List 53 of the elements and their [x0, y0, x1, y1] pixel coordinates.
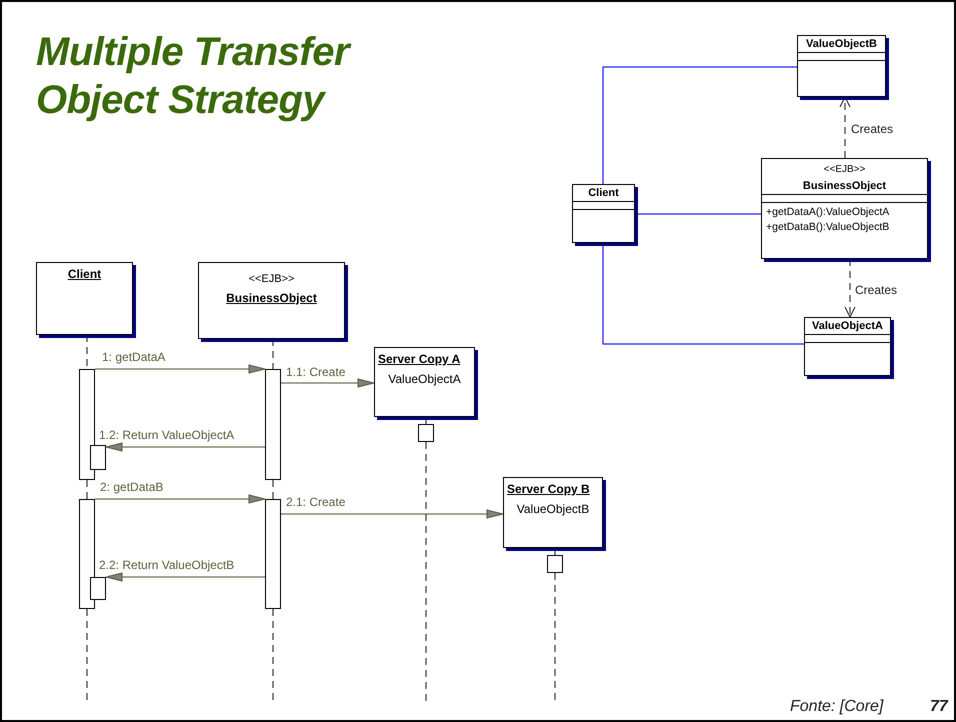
- activation-bar: [418, 424, 434, 442]
- message-arrow: [106, 572, 266, 582]
- activation-bar: [265, 369, 281, 480]
- class-name: Client: [588, 187, 619, 199]
- object-name: BusinessObject: [226, 291, 317, 305]
- object-box: [198, 262, 345, 339]
- activation-bar: [79, 369, 95, 480]
- source-note: Fonte: [Core]: [790, 698, 884, 716]
- object-type: ValueObjectA: [388, 372, 461, 386]
- message-arrow: [106, 442, 266, 452]
- method-text: +getDataB():ValueObjectB: [766, 221, 890, 233]
- edge-label: Creates: [850, 122, 894, 136]
- edge-label: 1.2: Return ValueObjectA: [98, 428, 236, 442]
- edge-label: 1: getDataA: [101, 350, 166, 364]
- association-line: [602, 66, 798, 184]
- class-box: [761, 158, 928, 259]
- class-box: [804, 317, 891, 376]
- lifeline: [86, 608, 88, 702]
- class-name: ValueObjectB: [806, 38, 877, 50]
- class-box: [797, 35, 886, 97]
- activation-bar: [265, 499, 281, 609]
- message-arrow: [94, 494, 266, 504]
- edge-label: 2.2: Return ValueObjectB: [98, 558, 236, 572]
- stereotype-text: <<EJB>>: [248, 273, 294, 285]
- activation-bar: [90, 445, 106, 470]
- object-name: Server Copy B: [507, 482, 590, 496]
- class-name: BusinessObject: [802, 180, 886, 192]
- object-name: Client: [68, 267, 102, 281]
- edge-label: Creates: [854, 283, 898, 297]
- activation-bar: [547, 555, 563, 573]
- edge-label: 2.1: Create: [285, 495, 346, 509]
- object-type: ValueObjectB: [516, 502, 590, 516]
- object-box: [36, 262, 133, 335]
- page-number: 77: [930, 698, 948, 716]
- edge-label: 1.1: Create: [285, 365, 346, 379]
- message-arrow: [280, 378, 374, 388]
- lifeline: [554, 572, 556, 702]
- message-arrow: [94, 364, 266, 374]
- lifeline: [272, 480, 274, 500]
- class-box: [572, 184, 635, 243]
- slide-title: Multiple Transfer Object Strategy: [36, 29, 352, 124]
- object-box: [503, 477, 603, 548]
- class-name: ValueObjectA: [812, 320, 883, 332]
- activation-bar: [79, 499, 95, 609]
- message-arrow: [280, 510, 504, 518]
- lifeline: [272, 608, 274, 702]
- method-text: +getDataA():ValueObjectA: [766, 206, 890, 218]
- object-name: Server Copy A: [378, 352, 460, 366]
- lifeline: [86, 480, 88, 500]
- edge-label: 2: getDataB: [99, 480, 164, 494]
- stereotype-text: <<EJB>>: [824, 164, 866, 175]
- activation-bar: [90, 577, 106, 600]
- object-box: [374, 347, 475, 417]
